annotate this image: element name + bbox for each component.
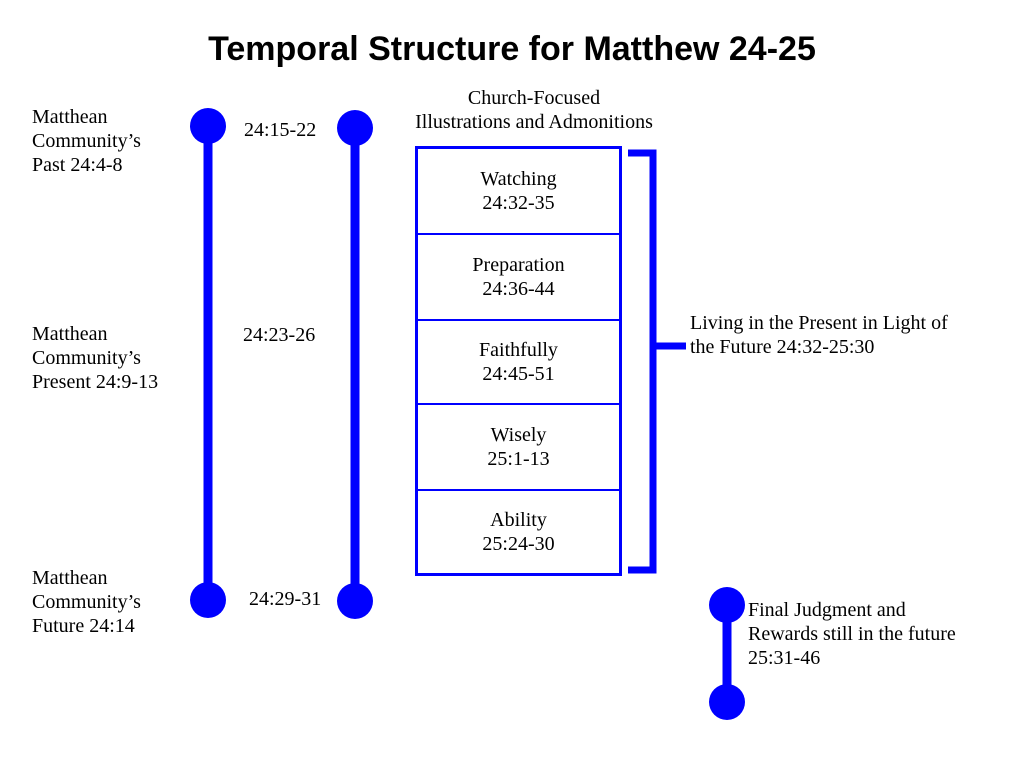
left-timeline-bottom-dot (190, 582, 226, 618)
middle-ref-center: 24:23-26 (243, 324, 316, 346)
admonitions-box (415, 146, 622, 576)
middle-ref-bottom: 24:29-31 (249, 588, 322, 610)
middle-ref-top: 24:15-22 (244, 119, 317, 141)
box-item-watching: Watching 24:32-35 (480, 168, 557, 214)
box-item-preparation: Preparation 24:36-44 (417, 233, 620, 319)
box-item-ability: Ability 25:24-30 (417, 489, 620, 573)
box-heading: Church-Focused Illustrations and Admonit… (415, 87, 653, 133)
middle-timeline-bottom-dot (337, 583, 373, 619)
middle-timeline-top-dot (337, 110, 373, 146)
left-timeline-top-dot (190, 108, 226, 144)
final-timeline-bottom-dot (709, 684, 745, 720)
left-label-future: Matthean Community’s Future 24:14 (32, 567, 141, 637)
diagram-title: Temporal Structure for Matthew 24-25 (208, 30, 816, 68)
bracket (628, 149, 657, 574)
left-label-present: Matthean Community’s Present 24:9-13 (32, 323, 159, 393)
box-item-wisely: Wisely 25:1-13 (417, 403, 620, 489)
final-timeline-top-dot (709, 587, 745, 623)
box-item-faithfully: Faithfully 24:45-51 (417, 319, 620, 403)
final-judgment-label: Final Judgment and Rewards still in the … (748, 599, 956, 669)
left-label-past: Matthean Community’s Past 24:4-8 (32, 106, 141, 176)
bracket-label: Living in the Present in Light of the Fu… (690, 312, 948, 358)
